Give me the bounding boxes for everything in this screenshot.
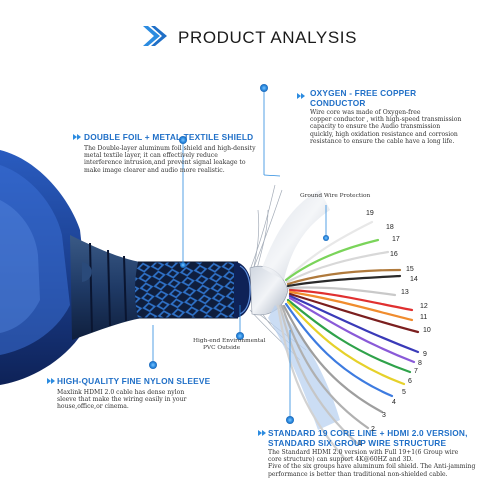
body-line: Five of the six groups have aluminum foi… (268, 463, 476, 471)
connector-dot-icon (149, 361, 157, 369)
page-title: PRODUCT ANALYSIS (178, 28, 358, 47)
pvc-label: High-end Environmental PVC Outside (193, 338, 265, 352)
pvc-label-line1: High-end Environmental (193, 338, 266, 344)
wire-number-12: 12 (420, 303, 428, 310)
chevron-right-icon (47, 378, 51, 384)
connector-dot-icon (260, 84, 268, 92)
wire-number-8: 8 (418, 360, 422, 367)
chevron-right-icon (143, 26, 167, 46)
chevron-right-icon (301, 93, 305, 99)
body-line: performance is better than traditional n… (268, 470, 448, 478)
wire-number-6: 6 (408, 378, 412, 385)
standard-19-body: The Standard HDMI 2.0 version with Full … (268, 449, 475, 478)
body-line: metal textile layer, it can effectively … (84, 152, 218, 160)
chevron-right-icon (262, 430, 266, 436)
body-line: Wire core was made of Oxygen-free (310, 109, 421, 116)
wire-number-14: 14 (410, 276, 418, 283)
body-line: house,office,or cinema. (57, 403, 129, 411)
chevron-right-icon (51, 378, 55, 384)
nylon-sleeve-body: Maxlink HDMI 2.0 cable has dense nylon s… (57, 389, 186, 411)
body-line: make image clearer and audio more realis… (84, 166, 225, 174)
wire-number-15: 15 (406, 266, 414, 273)
oxygen-copper-title: OXYGEN - FREE COPPER CONDUCTOR (310, 88, 417, 108)
standard-19-title: STANDARD 19 CORE LINE + HDMI 2.0 VERSION… (268, 428, 468, 448)
body-line: core structure) can support 4K@60HZ and … (268, 456, 413, 464)
foil-flap-top (262, 190, 330, 280)
wire-bundle (276, 220, 420, 462)
wire-number-16: 16 (390, 251, 398, 258)
connector-dot-icon (286, 416, 294, 424)
chevron-right-icon (73, 134, 77, 140)
oxygen-copper-title-line2: CONDUCTOR (310, 97, 366, 108)
oxygen-copper-title-line1: OXYGEN - FREE COPPER (310, 88, 417, 98)
wire-number-17: 17 (392, 236, 400, 243)
body-line: quickly, high oxidation resistance and c… (310, 130, 458, 138)
body-line: resistance to ensure the cable have a lo… (310, 137, 455, 145)
body-line: capacity to ensure the Audio transmissio… (310, 123, 441, 131)
standard-19-title-line1: STANDARD 19 CORE LINE + HDMI 2.0 VERSION… (268, 428, 468, 438)
connector-dot-icon (236, 332, 244, 340)
nylon-sleeve-title: HIGH-QUALITY FINE NYLON SLEEVE (57, 376, 211, 386)
chevron-right-icon (77, 134, 81, 140)
connector-housing (0, 150, 90, 385)
nylon-sleeve (135, 261, 243, 319)
standard-19-title-line2: STANDARD SIX GROUP WIRE STRUCTURE (268, 437, 447, 448)
body-line: The Standard HDMI 2.0 version with Full … (268, 449, 459, 456)
foil-flap-bottom (268, 305, 340, 430)
oxygen-copper-body: Wire core was made of Oxygen-free copper… (310, 109, 461, 145)
double-foil-body: The Double-layer aluminum foil shield an… (84, 145, 256, 174)
pvc-jacket (234, 262, 252, 318)
wire-number-18: 18 (386, 224, 394, 231)
pvc-label-line2: PVC Outside (203, 345, 241, 351)
wire-number-2: 2 (371, 426, 375, 433)
body-line: copper conductor , with high-speed trans… (310, 116, 462, 124)
chevron-right-icon (297, 93, 301, 99)
callout-lines (152, 88, 327, 420)
wire-number-5: 5 (402, 389, 406, 396)
body-line: interference intrusion,and prevent signa… (84, 159, 246, 167)
wire-number-10: 10 (423, 327, 431, 334)
chevron-right-icon (258, 430, 262, 436)
connector-dot-icon (179, 136, 187, 144)
wire-number-4: 4 (392, 399, 396, 406)
wire-number-7: 7 (414, 368, 418, 375)
wire-number-11: 11 (420, 314, 428, 321)
strain-relief-boot (70, 235, 142, 340)
wire-number-19: 19 (366, 210, 374, 217)
wire-number-3: 3 (382, 412, 386, 419)
wire-number-13: 13 (401, 289, 409, 296)
body-line: The Double-layer aluminum foil shield an… (84, 145, 256, 152)
ground-wire-label: Ground Wire Protection (300, 193, 371, 199)
connector-dot-icon (323, 235, 329, 241)
connector-dot-icon (180, 262, 186, 268)
wire-number-1: 1 (358, 440, 362, 447)
double-foil-title: DOUBLE FOIL + METAL TEXTILE SHIELD (84, 132, 254, 142)
body-line: Maxlink HDMI 2.0 cable has dense nylon (57, 389, 185, 396)
wire-number-9: 9 (423, 351, 427, 358)
body-line: sleeve that make the wiring easily in yo… (57, 396, 187, 404)
